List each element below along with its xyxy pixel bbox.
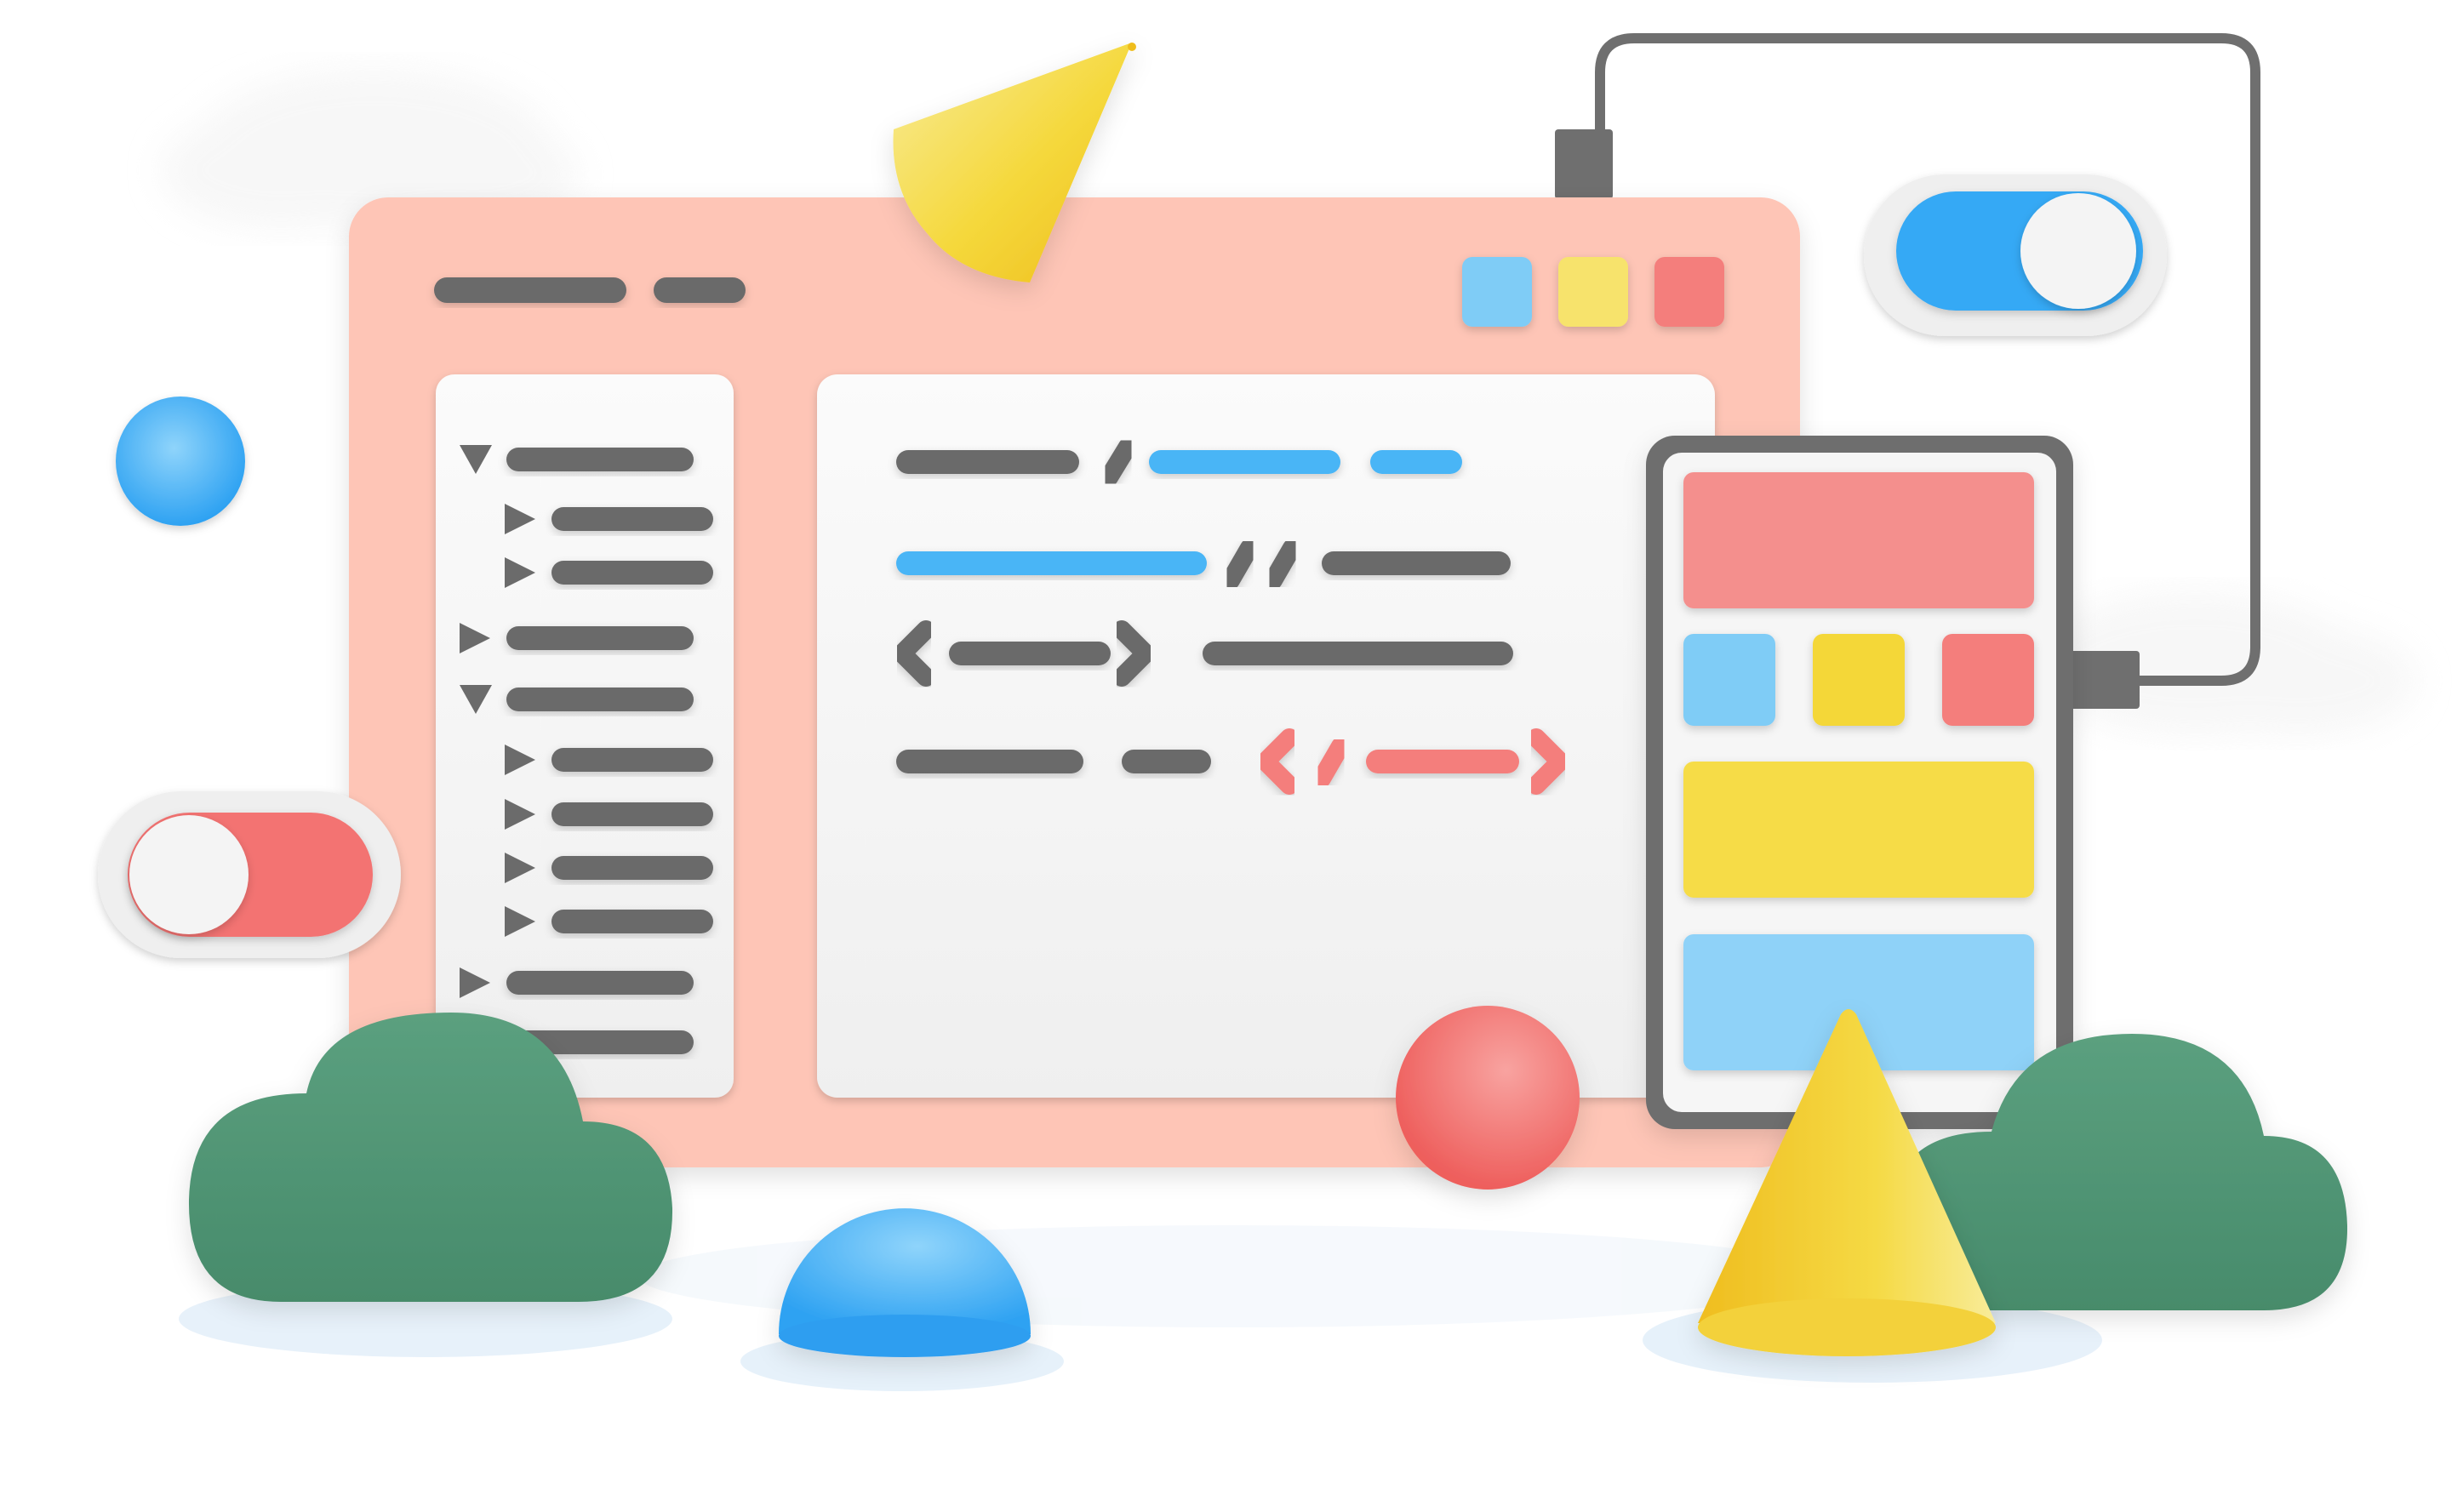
window-title-bar-bar-2: [654, 277, 746, 303]
triangle-right-icon[interactable]: [505, 504, 535, 534]
tree-row[interactable]: [460, 967, 694, 998]
tree-item-label: [506, 1030, 694, 1054]
cable-icon: [1595, 33, 2260, 686]
angle-right-icon: [1527, 728, 1569, 795]
angle-left-icon: [893, 620, 935, 687]
tree-item-label: [506, 971, 694, 995]
code-token-gray: [1203, 642, 1513, 665]
tree-item-label: [551, 748, 713, 772]
window-control-red[interactable]: [1654, 257, 1724, 327]
mobile-content-block-blue[interactable]: [1683, 934, 2034, 1070]
tree-row[interactable]: [505, 853, 713, 883]
triangle-right-icon[interactable]: [460, 623, 490, 653]
mobile-tile-blue[interactable]: [1683, 634, 1775, 726]
tree-item-label: [551, 856, 713, 880]
cone-icon-top: [893, 43, 1136, 282]
sphere-icon: [116, 397, 245, 526]
triangle-right-icon[interactable]: [505, 557, 535, 588]
code-token-blue: [896, 551, 1207, 575]
slash-icon: [1312, 737, 1350, 788]
code-token-blue: [1370, 450, 1462, 474]
tree-item-label: [551, 507, 713, 531]
code-token-gray: [1122, 750, 1211, 773]
triangle-right-icon[interactable]: [460, 967, 490, 998]
dome-icon: [779, 1208, 1031, 1357]
tree-row[interactable]: [505, 906, 713, 937]
window-control-blue[interactable]: [1462, 257, 1532, 327]
tree-row[interactable]: [460, 685, 694, 714]
slash-icon: [1100, 437, 1137, 487]
triangle-right-icon[interactable]: [505, 745, 535, 775]
tree-item-label: [506, 448, 694, 471]
tree-row[interactable]: [460, 623, 694, 653]
cloud-icon: [188, 1013, 673, 1302]
triangle-down-icon[interactable]: [460, 445, 492, 474]
code-line: [896, 539, 1511, 590]
cone-icon: [1698, 1009, 1996, 1356]
tree-item-label: [506, 626, 694, 650]
cloud-icon-right: [1890, 1034, 2348, 1310]
triangle-right-icon[interactable]: [505, 799, 535, 830]
window-controls: [1462, 257, 1724, 327]
tree-row[interactable]: [505, 557, 713, 588]
double-slash-icon: [1221, 539, 1259, 590]
angle-right-icon: [1112, 620, 1155, 687]
triangle-right-icon[interactable]: [505, 906, 535, 937]
tree-item-label: [551, 561, 713, 585]
tree-item-label: [551, 910, 713, 933]
code-token-blue: [1149, 450, 1340, 474]
window-control-yellow[interactable]: [1558, 257, 1628, 327]
tree-item-label: [551, 802, 713, 826]
toggle-knob: [2020, 193, 2136, 309]
code-editor-panel: [817, 374, 1715, 1098]
tree-item-label: [506, 688, 694, 711]
tree-row[interactable]: [505, 745, 713, 775]
cable-connector-top: [1555, 129, 1613, 199]
window-title-bar-bar-1: [434, 277, 626, 303]
tree-row[interactable]: [460, 445, 694, 474]
toggle-knob: [129, 815, 249, 934]
mobile-screen: [1683, 472, 2034, 1070]
file-tree-icon: [460, 445, 713, 1054]
toggle-switch-on[interactable]: [1864, 174, 2167, 336]
code-token-gray: [1322, 551, 1511, 575]
mobile-tile-yellow[interactable]: [1813, 634, 1905, 726]
sphere-icon-red: [1396, 1006, 1580, 1190]
tree-row[interactable]: [506, 1030, 694, 1054]
code-token-gray: [896, 750, 1083, 773]
mobile-tile-red[interactable]: [1942, 634, 2034, 726]
code-editor-icon: [893, 437, 1569, 795]
triangle-right-icon[interactable]: [505, 853, 535, 883]
triangle-down-icon[interactable]: [460, 685, 492, 714]
code-line: [893, 620, 1513, 687]
double-slash-icon: [1264, 539, 1301, 590]
code-token-red: [1366, 750, 1519, 773]
tree-row[interactable]: [505, 799, 713, 830]
mobile-content-block-yellow[interactable]: [1683, 762, 2034, 898]
cable-connector-side: [2068, 651, 2140, 709]
mobile-header-block[interactable]: [1683, 472, 2034, 608]
code-token-gray: [896, 450, 1079, 474]
code-token-gray: [949, 642, 1111, 665]
angle-left-icon: [1256, 728, 1299, 795]
toggle-switch-off[interactable]: [98, 791, 401, 958]
code-line: [896, 728, 1569, 795]
tree-row[interactable]: [505, 504, 713, 534]
code-line: [896, 437, 1462, 487]
